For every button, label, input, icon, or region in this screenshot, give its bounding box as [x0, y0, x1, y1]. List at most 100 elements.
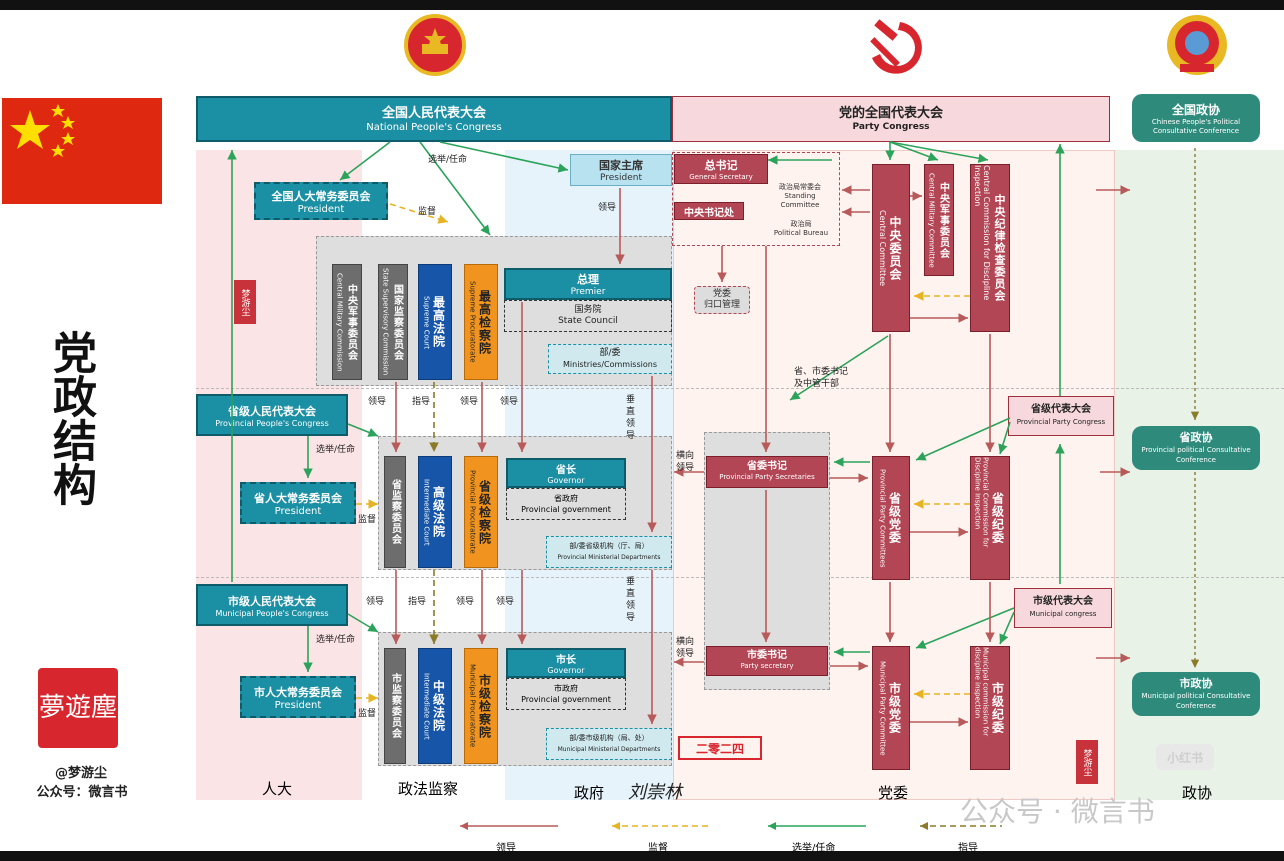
ccdi-zh: 中央纪律检查委员会 [993, 194, 1006, 302]
cc-zh: 中央委员会 [888, 215, 902, 281]
spp-zh: 最高检察院 [477, 289, 492, 355]
label-direct-prov: 指导 [412, 397, 431, 407]
prov-court-en: Intermediate Court [422, 478, 431, 546]
hammer-sickle-icon [860, 14, 922, 76]
signature: 刘崇林 [628, 782, 682, 803]
provincial-discipline-box: 省级纪委 Provincial Commission for Disciplin… [970, 456, 1010, 580]
ppc-en: Provincial People's Congress [215, 418, 329, 428]
municipal-party-committee-box: 市级党委 Municipal Party Committee [872, 646, 910, 770]
label-direct-mun: 指导 [408, 597, 427, 607]
prov-ppc-zh: 省级代表大会 [1031, 404, 1091, 415]
prov-pc-zh: 省级党委 [887, 492, 902, 544]
label-elect-prov: 选举/任命 [316, 445, 356, 455]
municipal-standing-box: 市人大常务委员会 President [240, 676, 356, 718]
party-header-zh: 党的全国代表大会 [838, 106, 943, 121]
municipal-congress-box: 市级人民代表大会 Municipal People's Congress [196, 584, 348, 626]
npc-standing-en: President [297, 203, 345, 215]
column-label-party: 党委 [878, 784, 909, 802]
label-vertical-lead-prov: 垂直领导 [626, 395, 636, 441]
label-horizontal-lead-mun: 横向领导 [676, 637, 695, 659]
label-lead-prov-3: 领导 [500, 397, 519, 407]
label-horizontal-lead-prov: 横向领导 [676, 451, 695, 473]
provincial-procuratorate-box: 省级检察院 Provincial Procuratorate [464, 456, 498, 568]
premier-box: 总理 Premier [504, 268, 672, 300]
label-lead-mun-3: 领导 [496, 597, 515, 607]
municipal-court-box: 中级法院 Intermediate Court [418, 648, 452, 764]
bottom-border [0, 851, 1284, 861]
municipal-secretary-box: 市委书记 Party secretary [706, 646, 828, 676]
ministries-en: Ministries/Commissions [563, 360, 657, 369]
ccdi-box: 中央纪律检查委员会 Central Commission for Discipl… [970, 164, 1010, 332]
secretariat-box: 中央书记处 [674, 202, 744, 220]
mun-supervision-zh: 市监察委员会 [389, 673, 401, 739]
mun-disc-en: Municipal commission for discipline insp… [973, 647, 990, 737]
governor-en: Governor [547, 476, 585, 485]
provincial-departments-box: 部/委省级机构（厅、局） Provincial Ministerial Depa… [546, 536, 672, 568]
account-name: 公众号：微言书 [36, 785, 128, 800]
mun-procuratorate-en: Municipal Procuratorate [468, 664, 477, 748]
cmc-state-box: 中央军事委员会 Central Military Commission [332, 264, 362, 380]
author-handle: @梦游尘 [54, 766, 107, 781]
cmc-party-zh: 中央军事委员会 [937, 181, 949, 259]
label-lead-prov-2: 领导 [460, 397, 479, 407]
party-group-sub: 归口管理 [703, 300, 740, 310]
legend-elect: 选举/任命 [792, 843, 836, 854]
legend-lines [460, 822, 1002, 830]
provincial-court-box: 高级法院 Intermediate Court [418, 456, 452, 568]
prov-procuratorate-zh: 省级检察院 [477, 479, 492, 545]
provincial-party-committee-box: 省级党委 Provincial Party Committees [872, 456, 910, 580]
label-supervise-mun: 监督 [358, 709, 377, 719]
psc-en: Standing Committee [780, 191, 820, 209]
municipal-party-congress-box: 市级代表大会 Municipal congress [1014, 588, 1112, 628]
spp-en: Supreme Procuratorate [468, 281, 477, 363]
cmc-state-zh: 中央军事委员会 [345, 283, 357, 361]
label-elect-national: 选举/任命 [428, 155, 468, 165]
mun-secretary-zh: 市委书记 [747, 650, 787, 661]
party-congress-header: 党的全国代表大会 Party Congress [672, 96, 1110, 142]
provincial-secretary-box: 省委书记 Provincial Party Secretaries [706, 456, 828, 488]
page-title: 党政结构 [45, 330, 96, 506]
prov-procuratorate-en: Provincial Procuratorate [468, 470, 477, 554]
npc-header-zh: 全国人民代表大会 [381, 105, 486, 121]
premier-zh: 总理 [577, 273, 599, 286]
ministries-zh: 部/委 [599, 348, 621, 358]
mun-cppcc-zh: 市政协 [1179, 677, 1213, 690]
municipal-procuratorate-box: 市级检察院 Municipal Procuratorate [464, 648, 498, 764]
mun-depts-en: Municipal Ministerial Departments [557, 746, 661, 753]
prov-cppcc-en: Provincial political Consultative Confer… [1141, 446, 1251, 464]
mun-gov-zh: 市政府 [554, 684, 578, 693]
spc-zh: 最高法院 [431, 296, 446, 348]
legend-supervise: 监督 [648, 843, 668, 854]
central-military-committee-box: 中央军事委员会 Central Military Committee [924, 164, 954, 276]
party-group-zh: 党委 [712, 289, 731, 299]
prov-disc-zh: 省级纪委 [990, 492, 1005, 544]
prov-disc-en: Provincial Commission for Discipline Ins… [973, 457, 990, 548]
prov-secretary-zh: 省委书记 [747, 461, 787, 472]
label-supervise-national: 监督 [418, 207, 437, 217]
cppcc-emblem-icon [1164, 12, 1230, 78]
state-council-box: 国务院 State Council [504, 300, 672, 332]
prov-ppc-en: Provincial Party Congress [1016, 418, 1106, 426]
column-label-gov: 政府 [574, 784, 605, 802]
prov-supervision-zh: 省监察委员会 [389, 479, 401, 545]
mayor-box: 市长 Governor [506, 648, 626, 678]
mun-pc-en: Municipal Party Committee [878, 660, 887, 756]
npc-standing-zh: 全国人大常务委员会 [271, 189, 371, 203]
supreme-procuratorate-box: 最高检察院 Supreme Procuratorate [464, 264, 498, 380]
nsc-en: State Supervisory Commission [381, 268, 390, 376]
mun-standing-en: President [274, 699, 322, 711]
state-council-en: State Council [558, 316, 618, 326]
gen-sec-zh: 总书记 [704, 159, 738, 172]
label-lead-mun-1: 领导 [366, 597, 385, 607]
state-supervisory-box: 国家监察委员会 State Supervisory Commission [378, 264, 408, 380]
mayor-zh: 市长 [556, 655, 576, 666]
mun-gov-en: Provincial government [521, 695, 611, 704]
npc-header: 全国人民代表大会 National People's Congress [196, 96, 672, 142]
party-group-box: 党委 归口管理 [694, 286, 750, 314]
prov-court-zh: 高级法院 [431, 486, 446, 538]
politburo-zh: 政治局 [790, 220, 812, 228]
mun-court-zh: 中级法院 [431, 680, 446, 732]
provincial-government-box: 省政府 Provincial government [506, 488, 626, 520]
ccdi-en: Central Commission for Discipline Inspec… [973, 165, 991, 301]
provincial-cppcc-box: 省政协 Provincial political Consultative Co… [1132, 426, 1260, 470]
